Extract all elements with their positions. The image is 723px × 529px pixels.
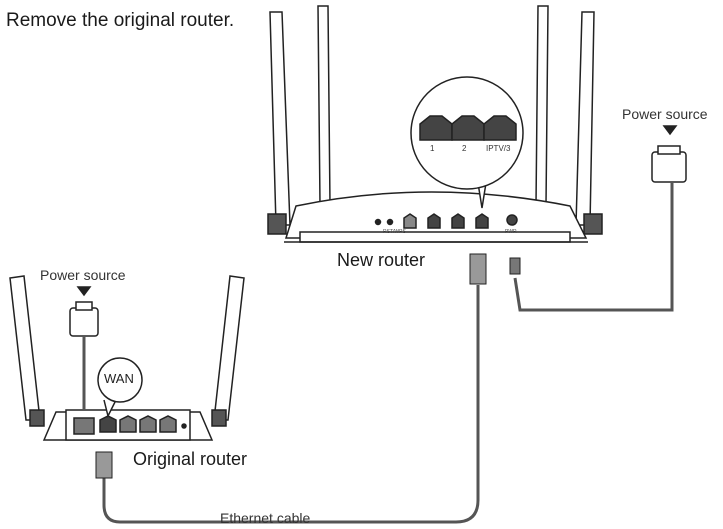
new-router-antenna-inner-right <box>535 5 549 206</box>
original-router-label: Original router <box>133 449 248 469</box>
power-source-left-label: Power source <box>40 267 126 283</box>
power-adapter-right <box>651 125 687 183</box>
power-adapter-left <box>69 286 99 337</box>
new-router-label: New router <box>337 250 426 270</box>
ethernet-cable-line <box>102 285 480 524</box>
new-router-antenna-inner-left <box>317 5 331 206</box>
power-cable-right <box>513 182 674 312</box>
new-router: RST/WPS PWR <box>267 5 603 243</box>
zoom-port-2 <box>451 115 485 141</box>
svg-text:PWR: PWR <box>505 229 517 235</box>
original-router-ethernet-plug <box>95 451 113 479</box>
new-router-antenna-left <box>269 11 291 226</box>
ethernet-cable-label: Ethernet cable <box>220 510 311 526</box>
wan-callout <box>97 357 143 419</box>
original-router-antenna-left <box>9 275 41 421</box>
original-router <box>9 275 245 441</box>
new-router-ethernet-plug <box>469 253 487 285</box>
zoom-port-2-label: 2 <box>462 144 467 153</box>
zoom-port-iptv3 <box>483 115 517 141</box>
zoom-port-1-label: 1 <box>430 144 435 153</box>
power-source-right-label: Power source <box>622 106 708 122</box>
zoom-port-1 <box>419 115 453 141</box>
instruction-text: Remove the original router. <box>6 10 235 31</box>
wan-label: WAN <box>104 371 134 386</box>
zoom-port-iptv3-label: IPTV/3 <box>486 144 511 153</box>
new-router-antenna-right <box>575 11 595 226</box>
original-router-antenna-right <box>213 275 245 421</box>
port-zoom-callout <box>410 76 524 209</box>
svg-text:RST/WPS: RST/WPS <box>383 229 406 235</box>
